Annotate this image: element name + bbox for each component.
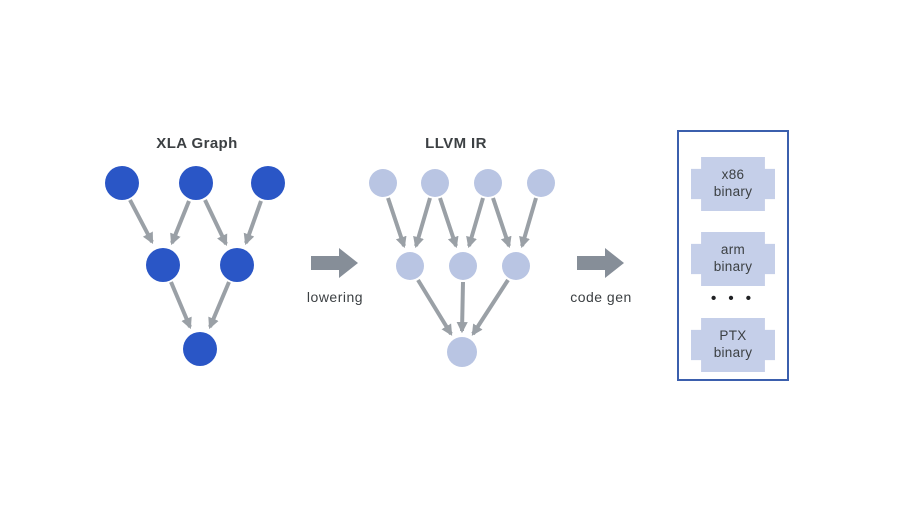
llvm-node xyxy=(474,169,502,197)
edge-arrow xyxy=(438,197,459,249)
xla-node xyxy=(179,166,213,200)
ptx-binary-chip: PTX binary xyxy=(691,318,775,372)
edge-arrow xyxy=(456,281,468,334)
ptx-binary-label: PTX binary xyxy=(713,328,753,360)
codegen-block-arrow xyxy=(577,248,624,278)
llvm-ir-title: LLVM IR xyxy=(425,135,487,152)
xla-node xyxy=(146,248,180,282)
lowering-block-arrow xyxy=(311,248,358,278)
lowering-label: lowering xyxy=(306,289,364,305)
xla-graph-edges xyxy=(128,199,263,330)
x86-binary-chip: x86 binary xyxy=(691,157,775,211)
xla-node xyxy=(251,166,285,200)
xla-node xyxy=(183,332,217,366)
edge-arrow xyxy=(208,281,231,330)
edge-arrow xyxy=(170,200,191,246)
edge-arrow xyxy=(519,197,538,249)
edge-arrow xyxy=(491,197,512,249)
edge-arrow xyxy=(416,278,453,336)
binaries-box: x86 binary arm binary • • • PTX binary xyxy=(677,130,789,381)
llvm-node xyxy=(447,337,477,367)
xla-node xyxy=(220,248,254,282)
code-gen-label: code gen xyxy=(570,289,632,305)
edge-arrow xyxy=(243,200,263,246)
xla-node xyxy=(105,166,139,200)
llvm-graph-nodes xyxy=(369,169,555,367)
edge-arrow xyxy=(466,197,485,249)
xla-graph-nodes xyxy=(105,166,285,366)
arm-binary-label: arm binary xyxy=(713,242,753,274)
llvm-node xyxy=(369,169,397,197)
edge-arrow xyxy=(413,197,432,249)
edge-arrow xyxy=(169,281,192,330)
edge-arrow xyxy=(128,199,154,244)
llvm-node xyxy=(396,252,424,280)
llvm-node xyxy=(527,169,555,197)
llvm-node xyxy=(502,252,530,280)
edge-arrow xyxy=(203,199,228,247)
llvm-node xyxy=(449,252,477,280)
x86-binary-label: x86 binary xyxy=(713,167,753,199)
llvm-graph-edges xyxy=(386,197,538,336)
ellipsis-dots: • • • xyxy=(710,290,756,307)
edge-arrow xyxy=(386,197,407,249)
arm-binary-chip: arm binary xyxy=(691,232,775,286)
llvm-node xyxy=(421,169,449,197)
xla-graph-title: XLA Graph xyxy=(156,135,238,152)
edge-arrow xyxy=(471,278,510,336)
